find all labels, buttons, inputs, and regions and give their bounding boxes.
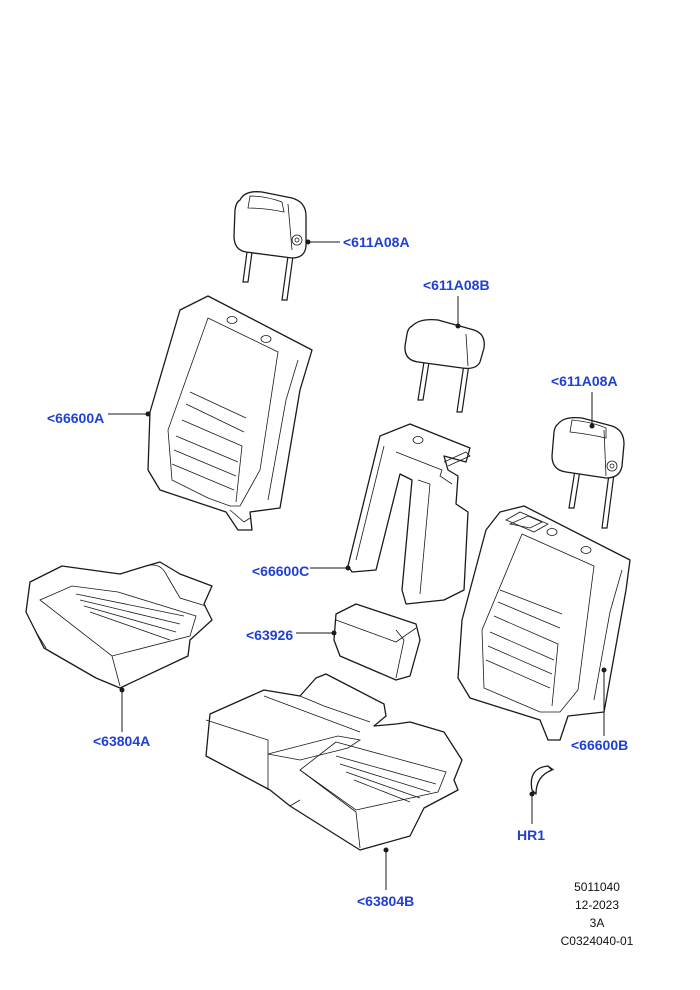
callout-backrest-left[interactable]: <66600A bbox=[47, 410, 104, 426]
backrest-center[interactable] bbox=[347, 423, 471, 605]
headrest-center[interactable] bbox=[404, 318, 485, 413]
callout-cushion-left[interactable]: <63804A bbox=[93, 733, 150, 749]
callout-clip[interactable]: HR1 bbox=[517, 827, 545, 843]
clip[interactable] bbox=[530, 765, 555, 795]
ref-illustration-id: C0324040-01 bbox=[561, 934, 634, 948]
ref-date: 12-2023 bbox=[575, 898, 619, 912]
headrest-left[interactable] bbox=[233, 191, 307, 301]
callout-backrest-right[interactable]: <66600B bbox=[571, 737, 628, 753]
backrest-left[interactable] bbox=[147, 295, 313, 531]
ref-code: 5011040 bbox=[574, 880, 620, 894]
leader-lines bbox=[108, 239, 607, 890]
callout-backrest-center[interactable]: <66600C bbox=[252, 563, 309, 579]
cushion-right[interactable] bbox=[205, 673, 463, 851]
callout-cushion-right[interactable]: <63804B bbox=[357, 893, 414, 909]
ref-revision: 3A bbox=[590, 916, 605, 930]
callout-armrest[interactable]: <63926 bbox=[246, 627, 293, 643]
callout-headrest-center[interactable]: <611A08B bbox=[423, 277, 490, 293]
backrest-right[interactable] bbox=[457, 505, 631, 741]
cushion-left[interactable] bbox=[25, 561, 213, 689]
callout-headrest-left[interactable]: <611A08A bbox=[343, 234, 410, 250]
armrest[interactable] bbox=[333, 603, 421, 681]
headrest-right[interactable] bbox=[551, 416, 625, 529]
callout-headrest-right[interactable]: <611A08A bbox=[551, 373, 618, 389]
